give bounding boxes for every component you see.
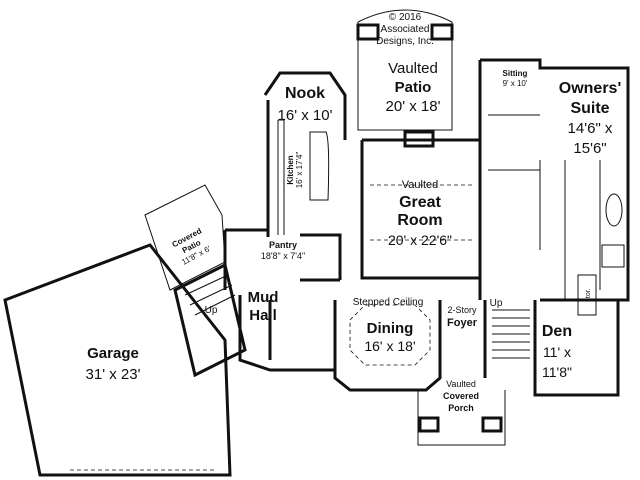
label-dining: Stepped Ceiling Dining 16' x 18' [353,297,424,354]
label-garage: Garage 31' x 23' [86,345,141,383]
label-porch: Vaulted Covered Porch [443,379,479,413]
den-wall [533,300,620,397]
svg-text:Porch: Porch [448,403,474,413]
svg-text:Room: Room [397,212,442,229]
svg-text:16' x 10': 16' x 10' [278,107,333,124]
label-great-room: Vaulted Great Room 20' x 22'6" [388,179,452,248]
svg-text:2-Story: 2-Story [447,305,477,315]
label-foyer: 2-Story Foyer [447,305,478,329]
shower [601,244,625,268]
svg-text:Vaulted: Vaulted [402,179,439,191]
svg-text:Pantry: Pantry [269,240,297,250]
label-storage: stor. [585,288,592,301]
label-kitchen: Kitchen 16' x 17'4" [286,152,304,189]
svg-text:Covered: Covered [443,391,479,401]
svg-text:Associated: Associated [381,24,430,35]
svg-text:Mud: Mud [248,289,279,306]
storage-closet [577,274,597,316]
porch-outline [417,390,506,446]
walls [3,9,630,477]
patio-column [356,23,380,41]
svg-text:14'6" x: 14'6" x [568,120,613,137]
mud-stairs-wall [173,262,247,378]
stair-up-label: Up [490,298,503,309]
label-mud-hall: Mud Hall [248,289,279,324]
patio-arch [357,9,453,23]
svg-text:Kitchen: Kitchen [286,155,295,184]
svg-text:9' x 10': 9' x 10' [503,79,528,88]
svg-text:Dining: Dining [367,320,414,337]
label-covered-patio: Covered Patio 11'8" x 6' [171,226,213,267]
pantry-wall [223,228,342,290]
svg-text:Designs, Inc.: Designs, Inc. [376,36,434,47]
porch-column [481,416,503,433]
svg-text:20' x 18': 20' x 18' [386,98,441,115]
svg-text:Vaulted: Vaulted [446,379,476,389]
copyright-note: © 2016 Associated Designs, Inc. [376,12,434,47]
svg-text:15'6": 15'6" [573,140,606,157]
svg-text:Hall: Hall [249,307,277,324]
svg-text:16' x 18': 16' x 18' [364,338,415,354]
kitchen-island [309,131,330,201]
label-sitting: Sitting 9' x 10' [503,69,528,88]
svg-text:Den: Den [542,323,572,340]
svg-text:16' x 17'4": 16' x 17'4" [295,152,304,189]
owners-suite-wall [478,58,630,302]
label-nook: Nook 16' x 10' [278,85,333,124]
stepped-ceiling [349,304,431,366]
svg-text:31' x 23': 31' x 23' [86,366,141,383]
svg-text:© 2016: © 2016 [389,12,422,23]
svg-text:Owners': Owners' [559,80,622,97]
stair-up-label: Up [205,305,218,316]
ceiling-lines [370,184,472,241]
mud-hall-wall [238,295,337,372]
svg-text:Garage: Garage [87,345,139,362]
covered-patio-outline [144,184,226,291]
closets [488,114,601,300]
svg-text:Suite: Suite [570,100,609,117]
patio-outline [357,22,453,131]
svg-text:Vaulted: Vaulted [388,60,438,77]
label-den: Den 11' x 11'8" [542,323,572,380]
patio-column [430,23,454,41]
foyer-stairs [492,309,530,359]
svg-text:Nook: Nook [285,85,325,102]
bathtub [605,193,623,227]
nook-wall [263,71,347,140]
label-pantry: Pantry 18'8" x 7'4" [261,240,305,261]
fireplace [403,130,435,148]
svg-text:Sitting: Sitting [503,69,528,78]
label-owners-suite: Owners' Suite 14'6" x 15'6" [559,80,622,157]
porch-column [418,416,440,433]
kitchen-counter [277,119,285,235]
svg-text:11'8": 11'8" [542,364,572,380]
svg-text:20' x 22'6": 20' x 22'6" [388,232,452,248]
svg-text:Foyer: Foyer [447,317,478,329]
svg-text:Patio: Patio [395,79,432,96]
svg-text:11' x: 11' x [543,344,571,360]
garage-wall [3,243,232,477]
svg-text:Great: Great [399,194,441,211]
svg-text:Stepped Ceiling: Stepped Ceiling [353,297,424,308]
svg-text:18'8" x 7'4": 18'8" x 7'4" [261,251,305,261]
label-patio: Vaulted Patio 20' x 18' [386,60,441,115]
